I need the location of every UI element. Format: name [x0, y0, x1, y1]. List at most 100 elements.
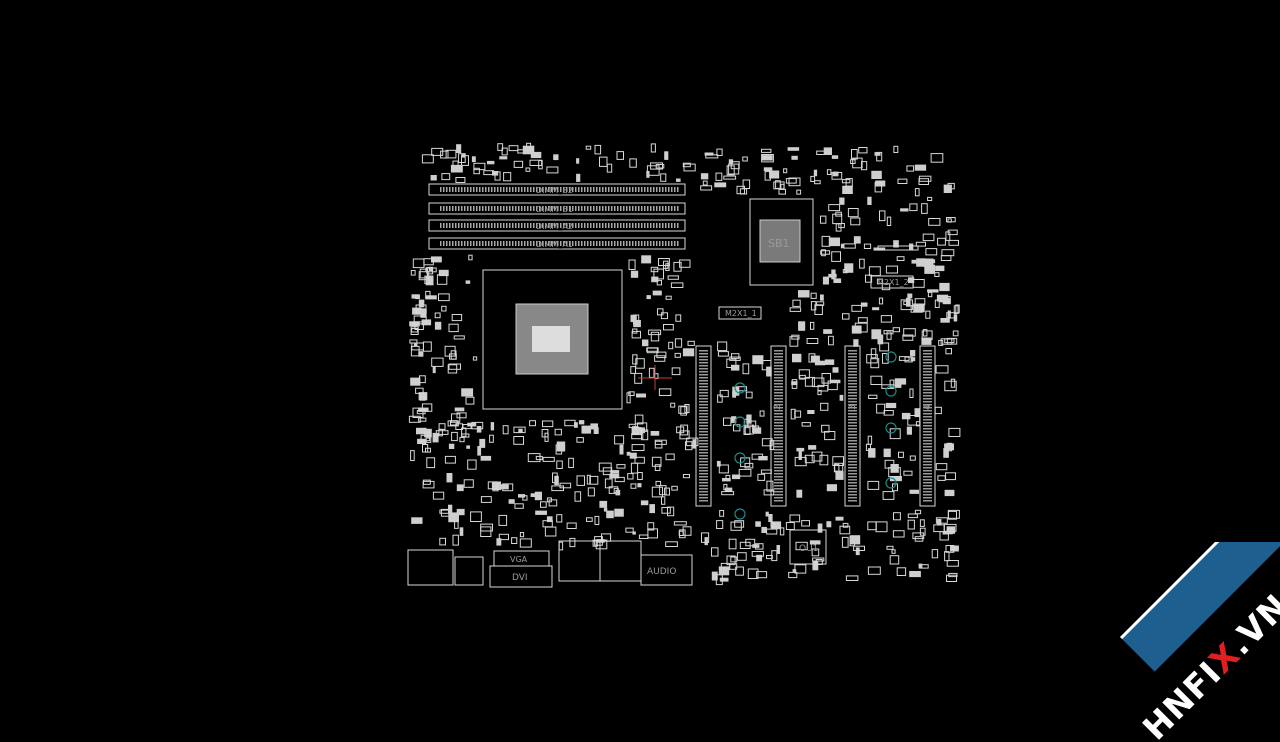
component-footprint[interactable]	[946, 526, 956, 534]
component-footprint[interactable]	[935, 463, 948, 471]
component-footprint[interactable]	[870, 348, 877, 359]
component-footprint[interactable]	[944, 338, 955, 344]
component-footprint[interactable]	[731, 364, 740, 371]
component-footprint[interactable]	[779, 527, 785, 536]
component-footprint[interactable]	[498, 514, 508, 526]
component-footprint[interactable]	[728, 163, 740, 175]
component-footprint[interactable]	[867, 196, 872, 205]
component-footprint[interactable]	[450, 420, 458, 426]
usb-port[interactable]	[454, 556, 484, 586]
component-footprint[interactable]	[761, 154, 774, 163]
component-footprint[interactable]	[885, 402, 897, 409]
component-footprint[interactable]	[650, 431, 660, 436]
component-footprint[interactable]	[487, 160, 495, 165]
component-footprint[interactable]	[751, 551, 764, 557]
component-footprint[interactable]	[845, 178, 853, 187]
audio-jack[interactable]	[640, 554, 693, 586]
component-footprint[interactable]	[634, 427, 645, 434]
component-footprint[interactable]	[831, 251, 842, 262]
component-footprint[interactable]	[792, 353, 802, 363]
component-footprint[interactable]	[730, 521, 742, 531]
component-footprint[interactable]	[893, 145, 899, 154]
component-footprint[interactable]	[810, 301, 817, 311]
component-footprint[interactable]	[927, 291, 933, 298]
component-footprint[interactable]	[629, 452, 637, 459]
component-footprint[interactable]	[829, 379, 841, 384]
component-footprint[interactable]	[922, 233, 935, 242]
component-footprint[interactable]	[867, 480, 880, 490]
component-footprint[interactable]	[851, 304, 862, 312]
component-footprint[interactable]	[473, 167, 480, 175]
component-footprint[interactable]	[850, 535, 861, 545]
component-footprint[interactable]	[770, 522, 775, 528]
component-footprint[interactable]	[799, 374, 806, 380]
component-footprint[interactable]	[578, 420, 585, 425]
component-footprint[interactable]	[885, 265, 899, 274]
component-footprint[interactable]	[898, 451, 904, 458]
component-footprint[interactable]	[742, 156, 748, 162]
component-footprint[interactable]	[810, 175, 816, 182]
component-footprint[interactable]	[909, 455, 916, 461]
component-footprint[interactable]	[641, 255, 652, 264]
component-footprint[interactable]	[656, 279, 663, 286]
component-footprint[interactable]	[910, 357, 916, 362]
component-footprint[interactable]	[914, 408, 920, 418]
component-footprint[interactable]	[480, 523, 494, 532]
component-footprint[interactable]	[798, 369, 810, 379]
component-footprint[interactable]	[730, 556, 738, 563]
component-footprint[interactable]	[804, 454, 815, 464]
component-footprint[interactable]	[755, 521, 761, 527]
component-footprint[interactable]	[602, 467, 613, 476]
component-footprint[interactable]	[451, 431, 458, 442]
component-footprint[interactable]	[501, 147, 508, 156]
component-footprint[interactable]	[866, 354, 878, 364]
component-footprint[interactable]	[499, 156, 508, 160]
component-footprint[interactable]	[823, 147, 832, 155]
component-footprint[interactable]	[853, 236, 861, 244]
component-footprint[interactable]	[456, 412, 467, 419]
component-footprint[interactable]	[796, 189, 802, 195]
component-footprint[interactable]	[828, 204, 841, 212]
component-footprint[interactable]	[743, 427, 751, 436]
component-footprint[interactable]	[734, 520, 745, 528]
component-footprint[interactable]	[743, 418, 749, 427]
component-footprint[interactable]	[766, 480, 774, 492]
component-footprint[interactable]	[556, 460, 563, 469]
component-footprint[interactable]	[817, 389, 822, 396]
component-footprint[interactable]	[665, 453, 675, 461]
component-footprint[interactable]	[544, 526, 557, 537]
component-footprint[interactable]	[900, 208, 909, 212]
component-footprint[interactable]	[875, 180, 886, 187]
component-footprint[interactable]	[647, 522, 655, 531]
component-footprint[interactable]	[955, 304, 960, 314]
component-footprint[interactable]	[426, 457, 436, 469]
lan-usb-port-1[interactable]	[558, 540, 601, 582]
component-footprint[interactable]	[811, 451, 823, 462]
component-footprint[interactable]	[480, 496, 492, 503]
component-footprint[interactable]	[680, 406, 687, 416]
component-footprint[interactable]	[886, 216, 892, 227]
component-footprint[interactable]	[431, 357, 444, 367]
component-footprint[interactable]	[813, 169, 818, 177]
component-footprint[interactable]	[889, 379, 895, 388]
component-footprint[interactable]	[453, 335, 465, 340]
component-footprint[interactable]	[883, 410, 894, 416]
component-footprint[interactable]	[646, 165, 660, 176]
component-footprint[interactable]	[452, 534, 459, 546]
component-footprint[interactable]	[943, 184, 952, 193]
component-footprint[interactable]	[832, 367, 839, 373]
component-footprint[interactable]	[798, 321, 806, 331]
component-footprint[interactable]	[637, 472, 643, 480]
component-footprint[interactable]	[714, 182, 727, 188]
component-footprint[interactable]	[585, 145, 592, 150]
component-footprint[interactable]	[480, 526, 492, 538]
component-footprint[interactable]	[756, 554, 763, 562]
component-footprint[interactable]	[650, 143, 656, 153]
component-footprint[interactable]	[940, 255, 952, 262]
component-footprint[interactable]	[650, 162, 663, 170]
component-footprint[interactable]	[441, 173, 451, 181]
component-footprint[interactable]	[906, 297, 911, 307]
component-footprint[interactable]	[448, 504, 453, 515]
component-footprint[interactable]	[937, 475, 946, 481]
component-footprint[interactable]	[589, 475, 599, 485]
